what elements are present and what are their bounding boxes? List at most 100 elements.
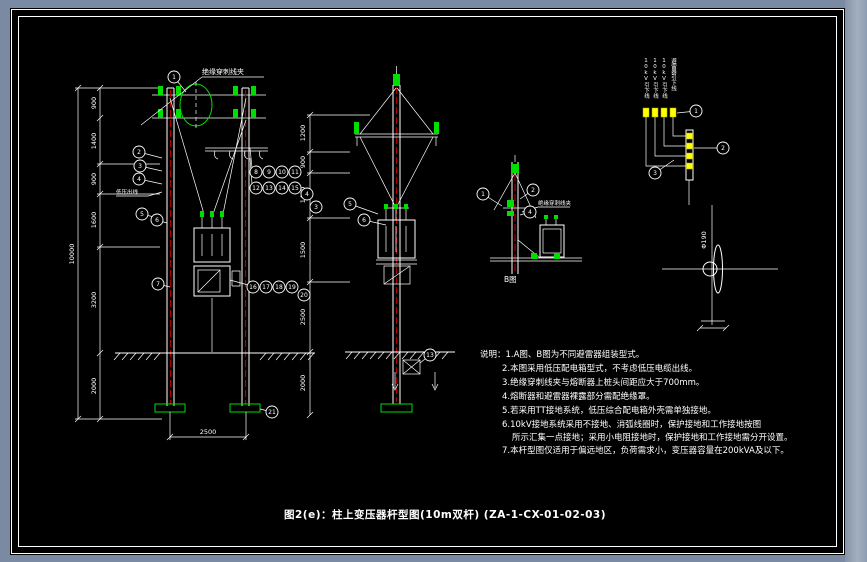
pole-diameter-label: Φ190 bbox=[700, 231, 708, 249]
svg-text:5: 5 bbox=[348, 201, 352, 208]
dim-seg: 900 bbox=[90, 97, 98, 109]
svg-text:6: 6 bbox=[155, 217, 159, 224]
transformer-side bbox=[539, 224, 565, 258]
svg-text:15: 15 bbox=[291, 185, 299, 192]
sheet-title: 图2(e)：柱上变压器杆型图(10m双杆) (ZA-1-CX-01-02-03) bbox=[284, 508, 606, 521]
svg-text:4: 4 bbox=[305, 191, 309, 198]
svg-text:2: 2 bbox=[137, 149, 141, 156]
transformer-front bbox=[193, 227, 231, 263]
cad-canvas[interactable]: 10000 900 1400 900 1600 3200 2000 bbox=[10, 8, 845, 555]
svg-text:13: 13 bbox=[265, 185, 273, 192]
svg-text:10: 10 bbox=[278, 169, 286, 176]
base-plate bbox=[380, 403, 413, 413]
svg-text:12: 12 bbox=[252, 185, 260, 192]
svg-text:16: 16 bbox=[249, 284, 257, 291]
svg-text:9: 9 bbox=[267, 169, 271, 176]
svg-text:3: 3 bbox=[138, 163, 142, 170]
callout-balloon: 16 bbox=[246, 280, 260, 294]
callout-balloon: 4 bbox=[300, 187, 314, 201]
border-inner bbox=[18, 16, 837, 547]
callout-balloon: 1 bbox=[676, 104, 703, 118]
callout-balloon: 6 bbox=[150, 213, 168, 227]
callout-balloon: 1 bbox=[476, 187, 503, 207]
clamp-label: 绝缘穿刺线夹 bbox=[538, 199, 572, 207]
lead-label: 10kV引下线 bbox=[652, 58, 659, 99]
notes-line: 6.10kV接地系统采用不接地、消弧线圈时，保护接地和工作接地按图 bbox=[502, 419, 761, 430]
base-plate bbox=[229, 403, 261, 413]
drawing-sheet: 10000 900 1400 900 1600 3200 2000 bbox=[10, 8, 845, 555]
side-figure-label: B图 bbox=[504, 275, 517, 284]
dim-seg: 2000 bbox=[299, 375, 307, 392]
callout-balloon: 21 bbox=[259, 405, 279, 419]
callout-balloon: 6 bbox=[357, 213, 387, 227]
callout-balloon: 4 bbox=[519, 205, 537, 219]
dim-seg: 900 bbox=[299, 156, 307, 168]
pole-top-plan-detail: Φ190 bbox=[662, 205, 778, 332]
callout-balloon: 13 bbox=[419, 348, 437, 364]
callout-balloon: 8 bbox=[249, 165, 263, 179]
svg-text:14: 14 bbox=[278, 185, 286, 192]
dim-seg: 3200 bbox=[90, 292, 98, 309]
svg-text:3: 3 bbox=[653, 170, 657, 177]
notes-block: 说明：1.A图、B图为不同避雷器组装型式。 2.本图采用低压配电箱型式，不考虑低… bbox=[480, 349, 793, 456]
svg-text:1: 1 bbox=[481, 191, 485, 198]
callout-balloon: 3 bbox=[309, 200, 323, 214]
svg-text:8: 8 bbox=[254, 169, 258, 176]
callout-balloon: 2 bbox=[519, 183, 540, 200]
base-plate bbox=[154, 403, 186, 413]
svg-text:2: 2 bbox=[531, 187, 535, 194]
dim-seg: 900 bbox=[90, 173, 98, 185]
callout-balloon: 1 bbox=[167, 70, 187, 93]
crossarm-plan bbox=[713, 244, 723, 294]
callout-balloon: 2 bbox=[694, 141, 730, 155]
callout-balloon: 14 bbox=[275, 181, 289, 195]
terminal-strip bbox=[685, 129, 694, 181]
svg-text:11: 11 bbox=[291, 169, 299, 176]
transformer-front bbox=[377, 219, 416, 259]
dim-seg: 1600 bbox=[90, 212, 98, 229]
clamp-label: 绝缘穿刺线夹 bbox=[202, 67, 244, 76]
border-outer bbox=[11, 9, 844, 554]
svg-text:7: 7 bbox=[156, 281, 160, 288]
callout-balloon: 3 bbox=[648, 159, 675, 180]
callout-balloon: 20 bbox=[297, 288, 311, 302]
callout-balloon: 19 bbox=[285, 280, 299, 294]
notes-line: 3.绝缘穿刺线夹与熔断器上桩头间距应大于700mm。 bbox=[502, 377, 704, 388]
callout-balloon: 3 bbox=[133, 159, 163, 173]
notes-line: 5.若采用TT接地系统，低压综合配电箱外壳需单独接地。 bbox=[502, 405, 716, 416]
svg-text:4: 4 bbox=[528, 209, 532, 216]
svg-text:1: 1 bbox=[172, 74, 176, 81]
callout-balloon: 17 bbox=[259, 280, 273, 294]
dim-seg: 1500 bbox=[299, 242, 307, 259]
notes-line: 4.熔断器和避雷器裸露部分需配绝缘罩。 bbox=[502, 391, 655, 402]
svg-text:1: 1 bbox=[694, 108, 698, 115]
dim-seg: 1400 bbox=[90, 133, 98, 150]
window-edge-strip bbox=[845, 0, 867, 562]
svg-text:19: 19 bbox=[288, 284, 296, 291]
svg-text:6: 6 bbox=[362, 217, 366, 224]
svg-text:17: 17 bbox=[262, 284, 270, 291]
dim-seg: 2500 bbox=[299, 309, 307, 326]
earthing-box bbox=[402, 359, 421, 375]
callout-balloon: 7 bbox=[151, 277, 171, 291]
lead-label: 10kV引下线 bbox=[643, 58, 650, 99]
lead-label: 10kV引下线 bbox=[661, 58, 668, 99]
svg-text:20: 20 bbox=[300, 292, 308, 299]
lead-label: 避雷器引下线 bbox=[670, 57, 677, 92]
callout-balloon: 12 bbox=[249, 181, 263, 195]
front-view-double-pole: 绝缘穿刺线夹 bbox=[113, 67, 315, 441]
callout-balloon: 9 bbox=[262, 165, 276, 179]
side-view-pole: 绝缘穿刺线夹 B图 bbox=[490, 155, 582, 284]
pole-section bbox=[702, 261, 718, 277]
callout-balloon: 10 bbox=[275, 165, 289, 179]
svg-text:4: 4 bbox=[137, 176, 141, 183]
dim-seg: 1200 bbox=[299, 125, 307, 142]
arrester-wiring-detail: 10kV引下线 10kV引下线 10kV引下线 避雷器引下线 bbox=[642, 57, 694, 205]
notes-line: 7.本杆型图仅适用于偏远地区，负荷需求小，变压器容量在200kVA及以下。 bbox=[502, 445, 789, 456]
svg-text:18: 18 bbox=[275, 284, 283, 291]
svg-text:21: 21 bbox=[268, 409, 276, 416]
callout-balloon: 13 bbox=[262, 181, 276, 195]
notes-line: 说明：1.A图、B图为不同避雷器组装型式。 bbox=[480, 349, 644, 360]
